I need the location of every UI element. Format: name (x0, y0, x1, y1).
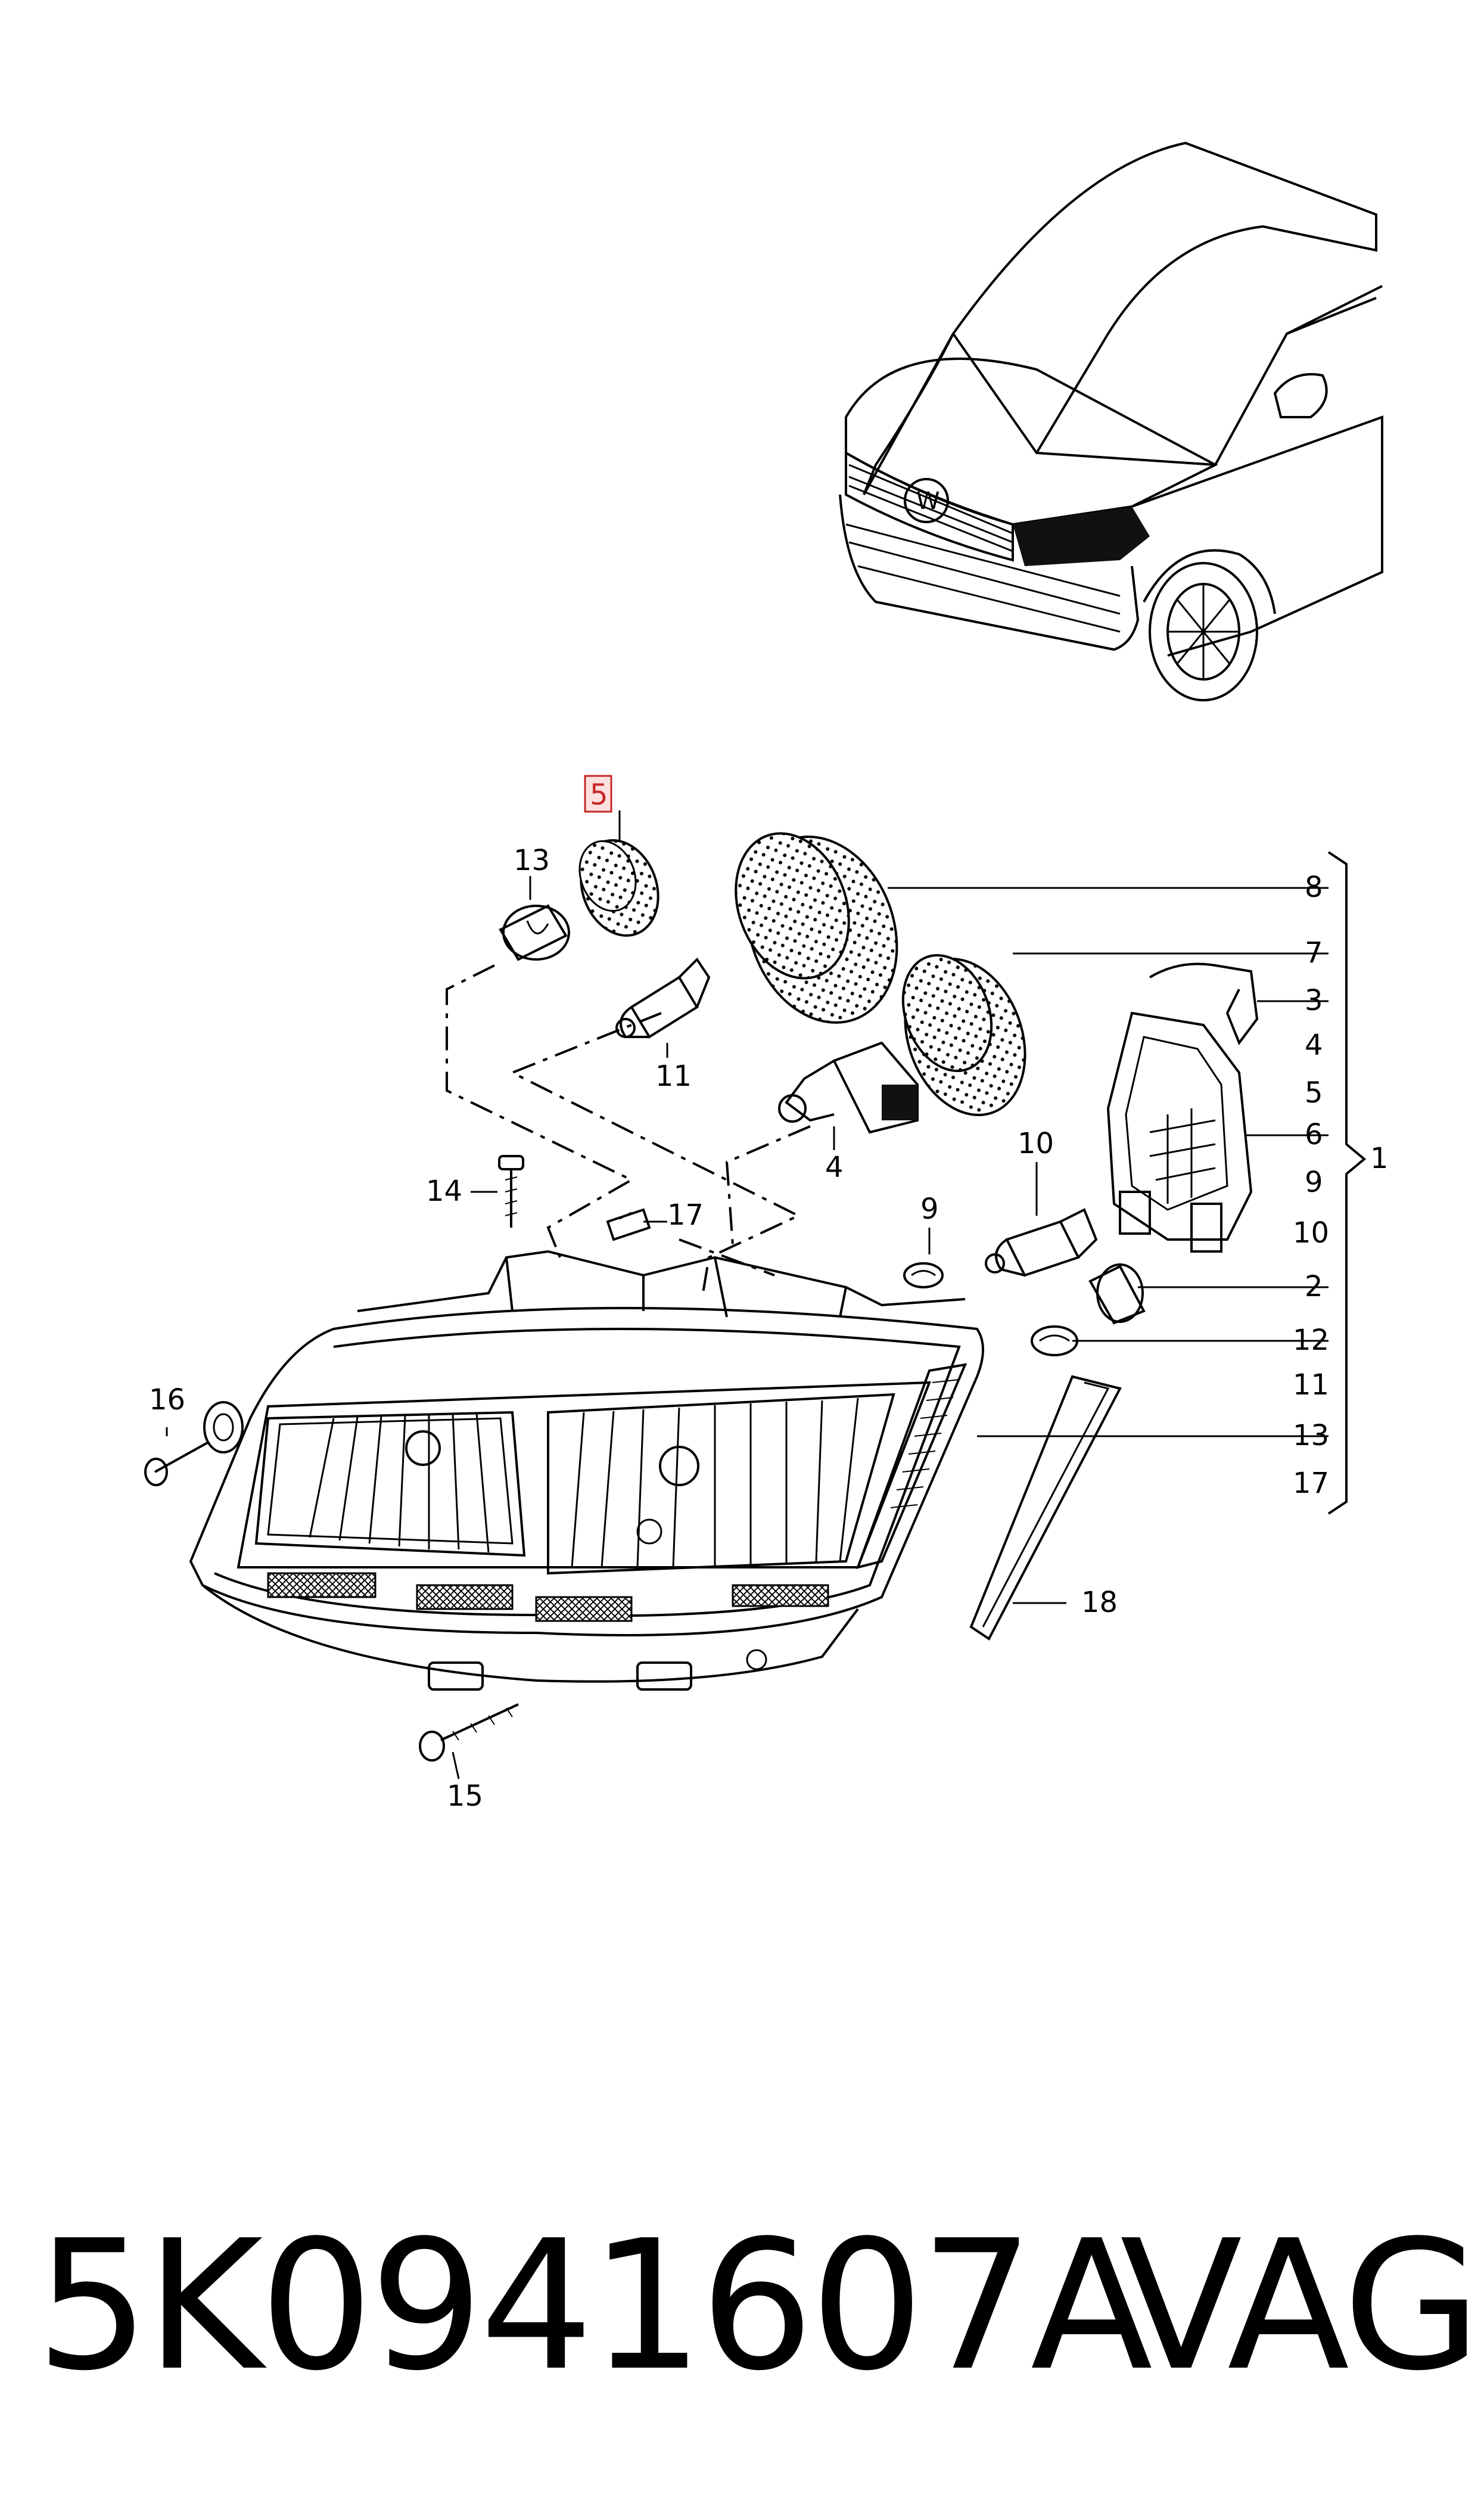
callout-11: 11 (655, 1060, 692, 1093)
part-12-wedge-bulb (1031, 1325, 1078, 1356)
part-6-housing (1106, 1011, 1253, 1253)
part-13-bulb (499, 904, 570, 961)
part-18-trim-strip (969, 1375, 1122, 1641)
callout-4: 4 (825, 1151, 844, 1184)
part-10-bulb (985, 1208, 1098, 1277)
part-2-bulb-holder (1088, 1263, 1146, 1325)
part-number: 5K0941607A (36, 2202, 1153, 2410)
headlight-housing (189, 1250, 984, 1691)
bracket-item-13: 13 (1293, 1419, 1329, 1452)
callout-9: 9 (920, 1192, 939, 1226)
part-9-wedge-bulb (903, 1262, 944, 1288)
van-illustration: W (839, 141, 1383, 701)
bracket-item-2: 2 (1305, 1270, 1323, 1303)
bracket-item-6: 6 (1305, 1118, 1323, 1151)
bracket-item-3: 3 (1305, 984, 1323, 1017)
bracket-item-5: 5 (1305, 1076, 1323, 1110)
part-11-bulb (615, 957, 711, 1039)
callout-1: 1 (1370, 1142, 1389, 1175)
callout-15: 15 (447, 1779, 483, 1813)
svg-text:W: W (916, 487, 940, 515)
callout-14: 14 (426, 1175, 462, 1208)
bracket-item-4: 4 (1305, 1029, 1323, 1062)
part-16-grommet-screw (144, 1401, 244, 1486)
bracket-item-12: 12 (1293, 1324, 1329, 1357)
bracket-item-7: 7 (1305, 936, 1323, 970)
callout-10: 10 (1018, 1127, 1054, 1160)
assembly-guides (446, 964, 811, 1294)
highlight-box-5 (584, 775, 612, 813)
part-5-cover-cap (578, 839, 659, 937)
brand-name: VAG (1120, 2202, 1481, 2410)
part-14-screw (498, 1155, 524, 1228)
part-17-clip (606, 1208, 651, 1241)
bracket-item-17: 17 (1293, 1467, 1329, 1500)
part-15-screw (419, 1703, 519, 1762)
leader-lines (166, 810, 1367, 1779)
callout-5-highlighted: 5 (590, 778, 608, 812)
callout-13: 13 (514, 844, 550, 877)
bracket-item-8: 8 (1305, 871, 1323, 904)
callout-18: 18 (1081, 1586, 1118, 1619)
part-8-cover-cap (735, 832, 898, 1024)
part-7-cover-cap (901, 954, 1026, 1116)
bracket-item-11: 11 (1293, 1368, 1329, 1402)
part-4-module (778, 1041, 919, 1134)
bracket-item-10: 10 (1293, 1216, 1329, 1250)
part-3-spring-clip (1149, 962, 1259, 1046)
callout-17: 17 (667, 1198, 704, 1232)
callout-16: 16 (149, 1383, 185, 1417)
bracket-item-9: 9 (1305, 1166, 1323, 1199)
